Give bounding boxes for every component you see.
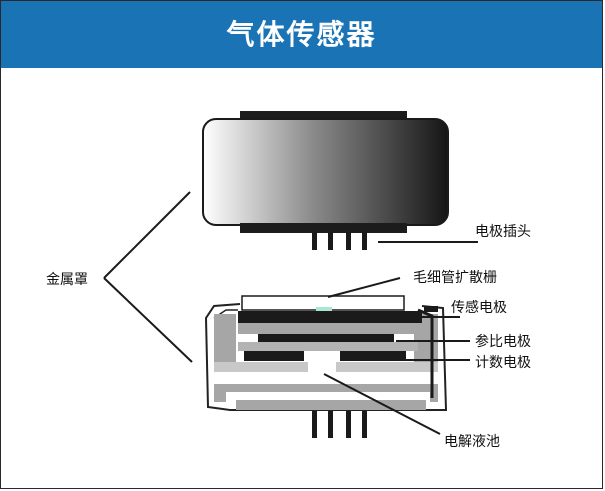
diagram-title: 气体传感器 xyxy=(226,18,377,51)
counter-electrode-right xyxy=(340,351,406,361)
electrode-pins-bottom xyxy=(312,411,367,438)
label-sensing-electrode: 传感电极 xyxy=(451,300,507,316)
cap-bottom-rim xyxy=(240,223,407,233)
leader-lines xyxy=(103,191,478,435)
sensing-electrode-layer xyxy=(238,311,422,323)
counter-electrode-left xyxy=(244,351,304,361)
label-metal-cover: 金属罩 xyxy=(46,272,88,288)
diffusion-membrane xyxy=(316,307,332,313)
label-electrolyte-reservoir: 电解液池 xyxy=(444,434,500,450)
label-capillary-diffusion-grid: 毛细管扩散栅 xyxy=(413,270,497,286)
sensor-cross-section xyxy=(204,295,448,411)
reference-electrode-layer xyxy=(258,334,394,342)
title-banner: 气体传感器 xyxy=(1,1,602,68)
label-electrode-pins: 电极插头 xyxy=(475,224,531,240)
label-reference-electrode: 参比电极 xyxy=(475,334,531,350)
electrode-pins-top xyxy=(312,232,367,250)
label-counter-electrode: 计数电极 xyxy=(475,355,531,371)
metal-cap-body xyxy=(202,118,449,226)
electrolyte-reservoir-shape xyxy=(308,358,336,384)
